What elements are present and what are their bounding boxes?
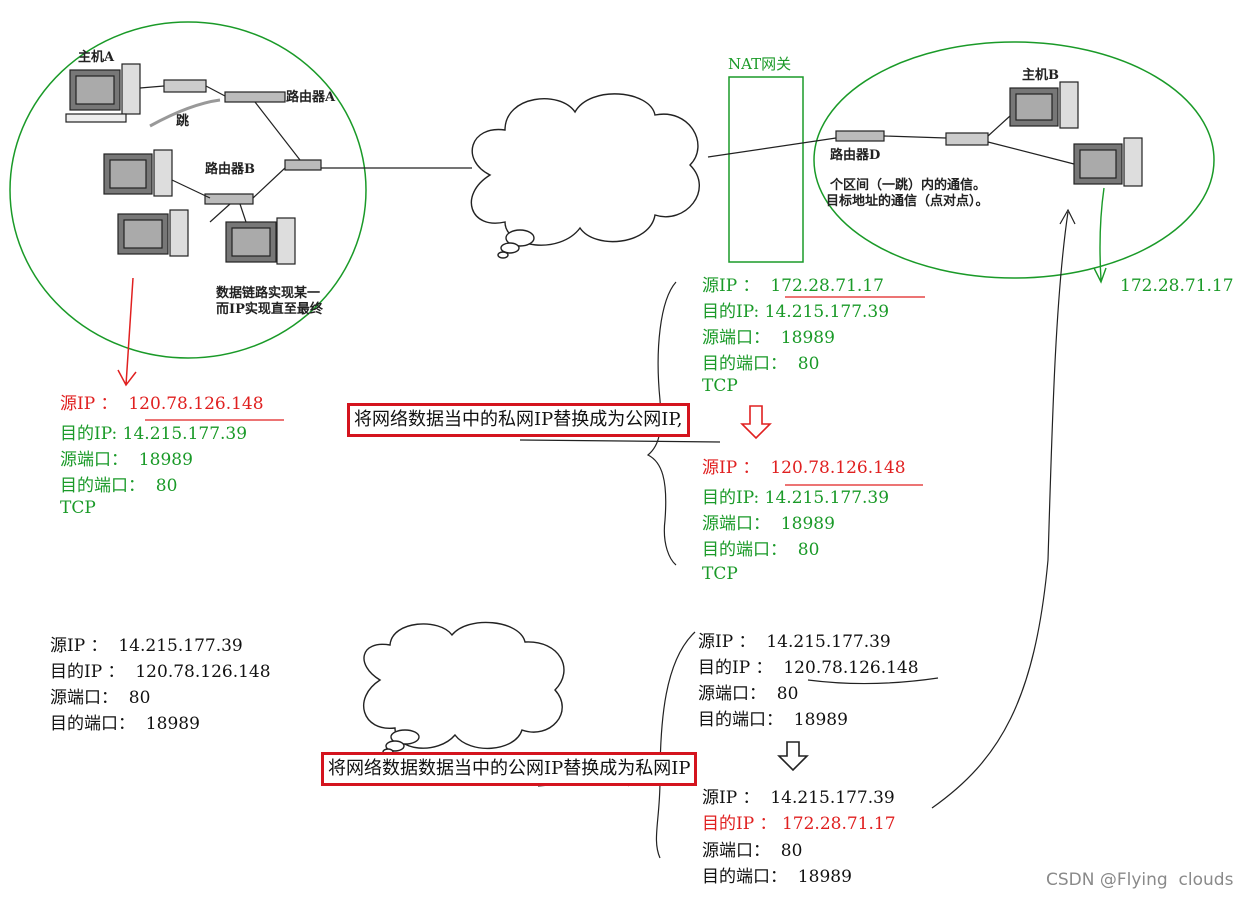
router-b-icon xyxy=(284,159,322,171)
right-lan-circle xyxy=(813,41,1215,279)
computer-icon xyxy=(1009,81,1079,129)
internet-cloud xyxy=(470,93,700,259)
src-port: 源端口： 18989 xyxy=(702,328,835,348)
src-ip: 源IP ： 14.215.177.39 xyxy=(50,636,243,656)
computer-icon xyxy=(1073,137,1143,187)
public-to-private-caption: 将网络数据数据当中的公网IP替换成为私网IP xyxy=(321,752,698,786)
black-hollow-arrow xyxy=(777,741,809,772)
dst-ip: 目的IP ： 120.78.126.148 xyxy=(698,658,919,678)
src-ip: 源IP ： 120.78.126.148 xyxy=(702,458,906,478)
dst-port: 目的端口： 80 xyxy=(702,354,820,374)
dst-port: 目的端口： 18989 xyxy=(698,710,848,730)
brace-curve xyxy=(655,631,696,859)
dst-ip: 目的IP ： 120.78.126.148 xyxy=(50,662,271,682)
left-caption-2: 而IP实现直至最终 xyxy=(216,302,323,317)
protocol: TCP xyxy=(702,564,738,584)
left-lan-circle xyxy=(9,21,367,359)
nat-gateway-box xyxy=(728,76,804,263)
hub-icon xyxy=(945,132,989,146)
dst-port: 目的端口： 80 xyxy=(702,540,820,560)
hub-icon xyxy=(163,79,207,93)
src-ip: 源IP ： 172.28.71.17 xyxy=(702,276,884,296)
right-caption-2: 目标地址的通信（点对点）。 xyxy=(826,194,989,209)
router-d-icon xyxy=(835,130,885,142)
src-port: 源端口： 80 xyxy=(698,684,799,704)
right-network-devices xyxy=(707,81,1143,187)
hop-label: 跳 xyxy=(176,114,190,129)
host-a-label: 主机A xyxy=(78,50,115,65)
protocol: TCP xyxy=(60,498,96,518)
left-network-devices xyxy=(65,63,472,265)
red-down-arrow xyxy=(117,277,137,387)
brace-curve xyxy=(646,281,677,566)
dst-port: 目的端口： 18989 xyxy=(702,867,852,887)
computer-icon xyxy=(103,149,173,197)
dst-port: 目的端口： 18989 xyxy=(50,714,200,734)
nat-gateway-label: NAT网关 xyxy=(728,55,792,73)
right-caption-1: 个区间（一跳）内的通信。 xyxy=(830,178,987,193)
src-port: 源端口： 18989 xyxy=(60,450,193,470)
private-to-public-caption: 将网络数据当中的私网IP替换成为公网IP, xyxy=(347,403,690,437)
watermark: CSDN @Flying clouds xyxy=(1046,870,1234,890)
dst-ip: 目的IP: 14.215.177.39 xyxy=(60,424,248,444)
router-a-icon xyxy=(224,91,286,103)
router-a-label: 路由器A xyxy=(286,90,336,105)
src-port: 源端口： 18989 xyxy=(702,514,835,534)
src-port: 源端口： 80 xyxy=(50,688,151,708)
src-ip: 源IP ： 120.78.126.148 xyxy=(60,394,264,414)
computer-icon xyxy=(117,209,189,257)
left-caption-1: 数据链路实现某一 xyxy=(216,286,321,301)
dst-port: 目的端口： 80 xyxy=(60,476,178,496)
private-ip-label: 172.28.71.17 xyxy=(1120,276,1234,296)
src-ip: 源IP ： 14.215.177.39 xyxy=(698,632,891,652)
computer-icon xyxy=(65,63,141,123)
src-ip: 源IP ： 14.215.177.39 xyxy=(702,788,895,808)
computer-icon xyxy=(225,217,296,265)
host-b-label: 主机B xyxy=(1022,68,1059,83)
router-d-label: 路由器D xyxy=(830,148,881,163)
internet-cloud xyxy=(363,621,565,756)
src-port: 源端口： 80 xyxy=(702,841,803,861)
router-b-label: 路由器B xyxy=(205,162,255,177)
red-hollow-arrow xyxy=(740,405,772,440)
return-arrow xyxy=(931,211,1069,809)
dst-ip: 目的IP: 14.215.177.39 xyxy=(702,488,890,508)
dst-ip: 目的IP: 14.215.177.39 xyxy=(702,302,890,322)
protocol: TCP xyxy=(702,376,738,396)
green-down-arrow xyxy=(1093,187,1107,284)
switch-icon xyxy=(204,193,254,205)
dst-ip: 目的IP ： 172.28.71.17 xyxy=(702,814,896,834)
